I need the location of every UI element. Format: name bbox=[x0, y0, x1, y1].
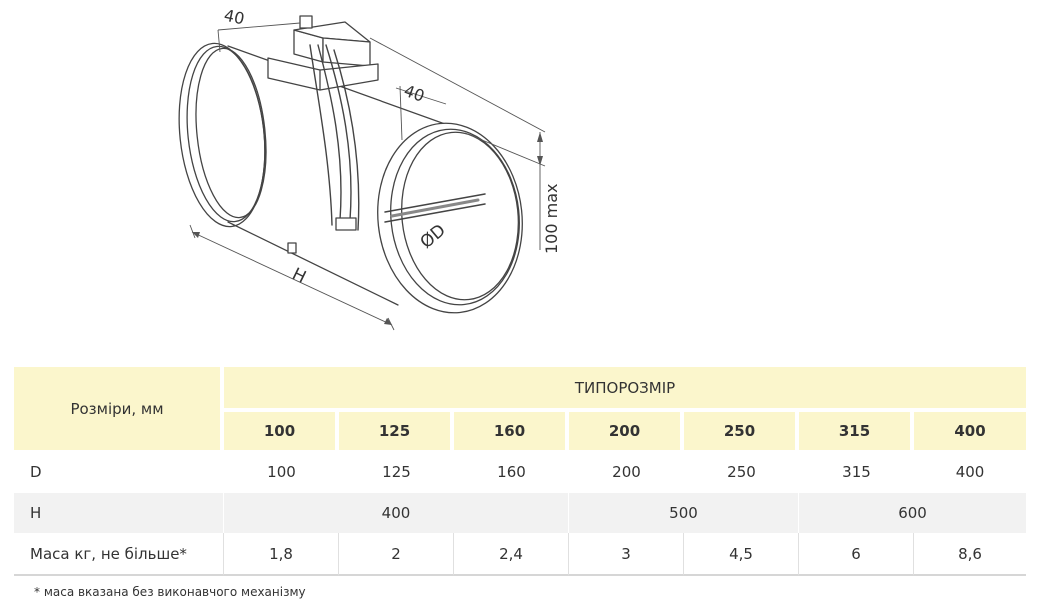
size-header: 125 bbox=[339, 408, 454, 450]
table-cell: 400 bbox=[224, 493, 569, 533]
size-header: 100 bbox=[224, 408, 339, 450]
row-label: D bbox=[30, 462, 42, 481]
table-cell: 315 bbox=[842, 462, 871, 481]
table-cell: 4,5 bbox=[684, 533, 799, 576]
table-row-h: H 400 500 600 bbox=[14, 493, 1027, 533]
right-flange bbox=[377, 122, 523, 314]
size-header: 315 bbox=[799, 408, 914, 450]
size-header: 400 bbox=[914, 408, 1027, 450]
spec-table: Розміри, мм ТИПОРОЗМІР 100 125 160 200 2… bbox=[14, 367, 1027, 576]
table-cell: 500 bbox=[569, 493, 799, 533]
table-cell: 1,8 bbox=[224, 533, 339, 576]
body-bottom-edge bbox=[227, 221, 399, 306]
dim-top-left: 40 bbox=[222, 6, 246, 29]
table-row-mass: Маса кг, не більше* 1,8 2 2,4 3 4,5 6 8,… bbox=[14, 533, 1027, 576]
dimensions-header: Розміри, мм bbox=[14, 367, 224, 450]
table-cell: 160 bbox=[497, 462, 526, 481]
table-cell: 125 bbox=[382, 462, 411, 481]
table-cell: 400 bbox=[955, 462, 985, 481]
table-cell: 200 bbox=[612, 462, 641, 481]
table-cell: 8,6 bbox=[914, 533, 1027, 576]
size-header: 160 bbox=[454, 408, 569, 450]
table-cell: 6 bbox=[799, 533, 914, 576]
dim-height: 100 max bbox=[542, 184, 561, 254]
blade-shaft bbox=[384, 193, 486, 213]
table-cell: 3 bbox=[569, 533, 684, 576]
dim-length: H bbox=[289, 264, 309, 288]
cable bbox=[317, 44, 342, 221]
dim-top-mid: 40 bbox=[401, 81, 427, 106]
group-header: ТИПОРОЗМІР bbox=[224, 367, 1027, 408]
damper-technical-drawing: 40 40 100 max H ØD bbox=[178, 6, 561, 331]
table-cell: 100 bbox=[267, 462, 296, 481]
table-row-d: D 100 125 160 200 250 315 400 bbox=[14, 450, 1026, 493]
table-cell: 250 bbox=[727, 462, 756, 481]
row-label: H bbox=[14, 493, 224, 533]
left-flange bbox=[178, 42, 266, 228]
table-cell: 600 bbox=[799, 493, 1027, 533]
table-cell: 2,4 bbox=[454, 533, 569, 576]
row-label: Маса кг, не більше* bbox=[14, 533, 224, 576]
size-header: 200 bbox=[569, 408, 684, 450]
footnote: * маса вказана без виконавчого механізму bbox=[34, 585, 306, 599]
size-header: 250 bbox=[684, 408, 799, 450]
table-cell: 2 bbox=[339, 533, 454, 576]
